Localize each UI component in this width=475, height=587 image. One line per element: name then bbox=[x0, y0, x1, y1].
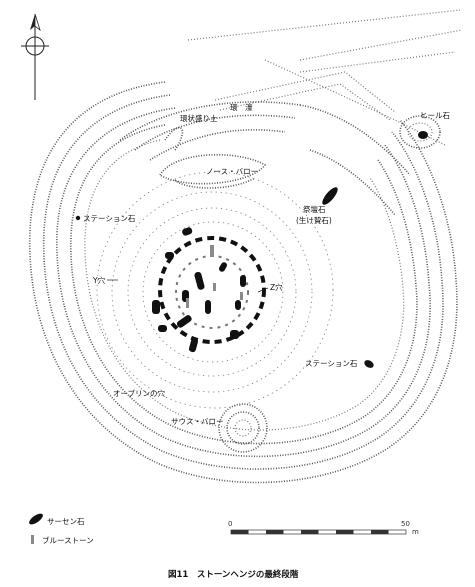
label-station-stone-east: ステーション石 bbox=[305, 359, 358, 368]
scale-start: 0 bbox=[228, 520, 232, 528]
label-z-holes: Z穴 bbox=[270, 282, 283, 292]
scale-end: 50 bbox=[401, 520, 410, 528]
avenue-lines bbox=[187, 9, 463, 146]
label-altar-stone: 祭壇石 bbox=[303, 204, 326, 214]
label-ditch: 環 濠 bbox=[230, 102, 253, 112]
scale-bar: 0 50 m bbox=[228, 520, 419, 536]
figure-caption: 図11 ストーンヘンジの最終段階 bbox=[168, 569, 299, 580]
sarsen-stones bbox=[75, 131, 428, 368]
label-bank: 環状盛り土 bbox=[180, 113, 218, 123]
north-arrow-icon bbox=[21, 13, 49, 100]
legend: サーセン石 ブルーストーン bbox=[29, 513, 94, 545]
label-heel-stone: ヒール石 bbox=[420, 111, 450, 120]
label-station-stone-west: ステーション石 bbox=[83, 214, 136, 223]
legend-bluestone-swatch bbox=[31, 535, 34, 544]
hole-rings bbox=[96, 171, 334, 409]
label-altar-stone-sub: (生け贄石) bbox=[296, 215, 332, 225]
label-y-holes: Y穴 bbox=[92, 275, 106, 285]
enclosure-earthworks bbox=[28, 81, 458, 484]
heel-stone-ring bbox=[399, 115, 441, 149]
legend-bluestone-label: ブルーストーン bbox=[42, 535, 94, 545]
south-barrow bbox=[218, 403, 268, 453]
label-north-barrow: ノース・バロー bbox=[206, 167, 258, 176]
z-holes-leader bbox=[257, 287, 269, 293]
north-barrow bbox=[158, 127, 267, 189]
label-south-barrow: サウス・バロー bbox=[171, 417, 224, 426]
bluestones bbox=[186, 245, 243, 308]
legend-sarsen-label: サーセン石 bbox=[47, 517, 85, 526]
scale-unit: m bbox=[412, 528, 419, 536]
legend-sarsen-swatch bbox=[29, 513, 43, 525]
label-aubrey-holes: オーブリンの穴 bbox=[113, 388, 166, 398]
